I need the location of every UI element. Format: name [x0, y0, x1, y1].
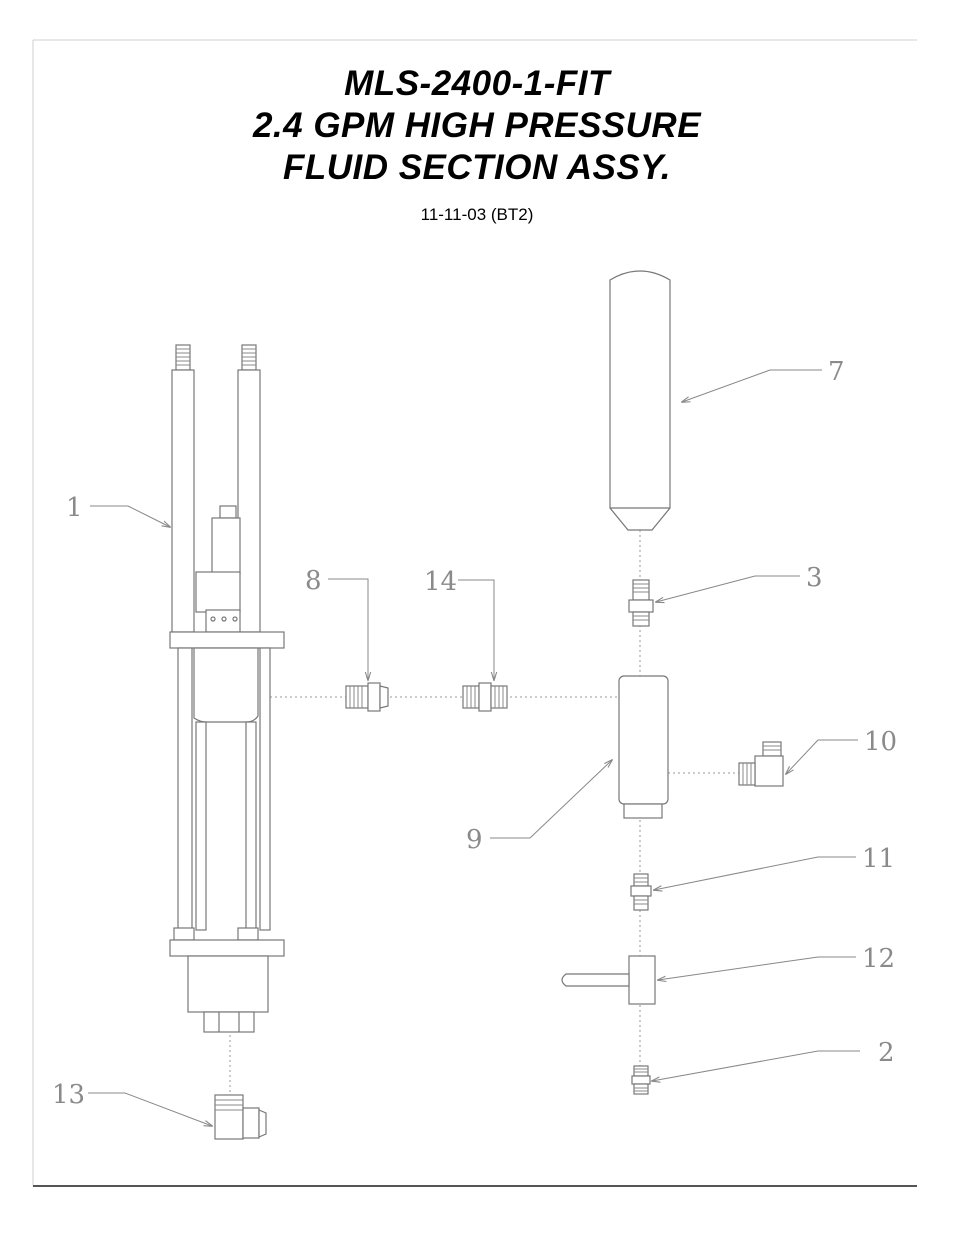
callout-2: 2	[878, 1038, 895, 1068]
nipple-11	[631, 874, 651, 910]
callout-8: 8	[305, 566, 322, 596]
leader-8	[328, 579, 368, 680]
leader-14	[458, 580, 494, 680]
callout-1: 1	[66, 493, 83, 523]
elbow-fitting-10	[739, 742, 783, 786]
fitting-3	[629, 580, 653, 626]
leader-12	[658, 957, 856, 980]
drain-valve-12	[562, 956, 655, 1004]
pump-lower-assembly	[170, 345, 284, 1032]
nipple-14	[463, 683, 507, 711]
leader-13	[88, 1093, 212, 1126]
pressure-bowl-7	[610, 271, 670, 530]
leader-11	[654, 857, 856, 890]
fitting-8	[346, 683, 388, 711]
callout-10: 10	[864, 727, 897, 757]
callout-12: 12	[862, 944, 895, 974]
leader-10	[786, 740, 858, 774]
leader-3	[656, 576, 800, 602]
manifold-9	[619, 676, 668, 818]
elbow-fitting-13	[215, 1095, 266, 1139]
callout-3: 3	[806, 563, 823, 593]
callout-13: 13	[52, 1080, 85, 1110]
leader-1	[90, 506, 170, 527]
callout-14: 14	[424, 567, 457, 597]
callout-7: 7	[828, 357, 845, 387]
drawing-frame	[33, 40, 917, 1186]
callout-9: 9	[466, 825, 483, 855]
nipple-2	[632, 1066, 650, 1094]
leader-9	[490, 760, 612, 838]
callout-11: 11	[862, 844, 895, 874]
leader-7	[682, 370, 822, 402]
leader-2	[652, 1051, 860, 1081]
